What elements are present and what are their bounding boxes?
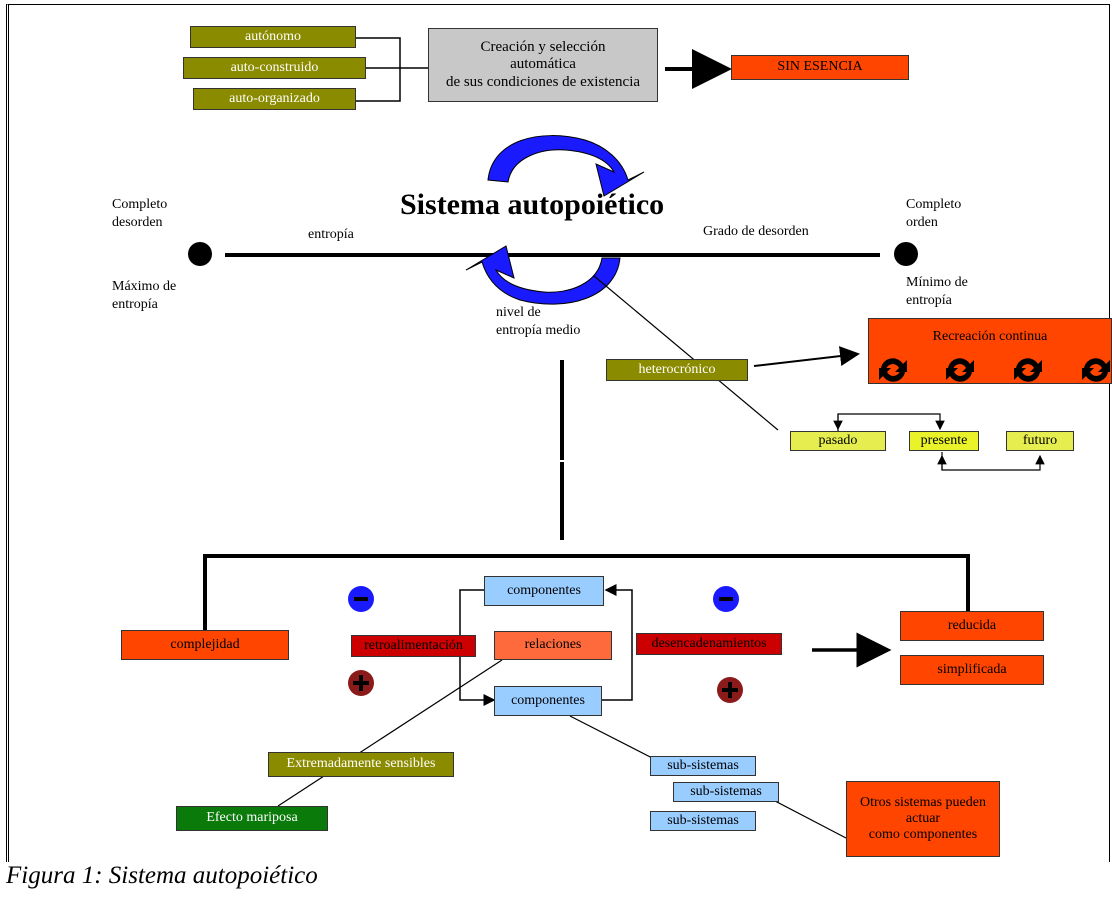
pasado-box: pasado: [790, 431, 886, 451]
max-entropy-label: Máximo de entropía: [112, 278, 176, 313]
heterocronico-box: heterocrónico: [606, 359, 748, 381]
creation-line-3: de sus condiciones de existencia: [445, 73, 641, 90]
complete-order-label: Completo orden: [906, 196, 961, 231]
property-auto-organizado: auto-organizado: [193, 88, 356, 110]
medium-entropy-line-1: nivel de: [496, 305, 541, 320]
desencadenamientos-box: desencadenamientos: [636, 633, 782, 655]
recreacion-box: Recreación continua: [868, 318, 1112, 384]
min-entropy-line-1: Mínimo de: [906, 275, 968, 290]
max-entropy-line-1: Máximo de: [112, 279, 177, 294]
figure-caption: Figura 1: Sistema autopoiético: [6, 862, 318, 889]
creation-box: Creación y selección automática de sus c…: [428, 28, 658, 102]
subsistemas-box-3: sub-sistemas: [650, 811, 756, 831]
min-entropy-dot: [894, 242, 918, 266]
min-entropy-line-2: entropía: [906, 292, 952, 308]
min-entropy-label: Mínimo de entropía: [906, 274, 968, 309]
minus-icon-right: [713, 586, 739, 612]
extremadamente-sensibles-box: Extremadamente sensibles: [268, 752, 454, 777]
circular-arrows-icon: [465, 135, 645, 305]
presente-box: presente: [909, 431, 979, 451]
figure-frame: [6, 4, 1110, 862]
creation-line-1: Creación y selección: [480, 39, 606, 56]
retroalimentacion-box: retroalimentación: [351, 635, 476, 657]
medium-entropy-line-2: entropía medio: [496, 322, 581, 338]
recreacion-label: Recreación continua: [932, 329, 1048, 344]
otros-sistemas-box: Otros sistemas pueden actuar como compon…: [846, 781, 1000, 857]
property-autonomo: autónomo: [190, 26, 356, 48]
medium-entropy-label: nivel de entropía medio: [496, 304, 580, 339]
complete-order-line-2: orden: [906, 214, 938, 230]
diagram-title: Sistema autopoiético: [400, 188, 665, 221]
complete-disorder-line-1: Completo: [112, 197, 168, 212]
simplificada-box: simplificada: [900, 655, 1044, 685]
max-entropy-line-2: entropía: [112, 296, 158, 312]
efecto-mariposa-box: Efecto mariposa: [176, 806, 328, 831]
disorder-degree-label: Grado de desorden: [703, 224, 809, 239]
plus-icon-left: [348, 670, 374, 696]
componentes-bottom-box: componentes: [494, 686, 602, 716]
otros-sistemas-line-3: como componentes: [868, 827, 978, 843]
complete-disorder-line-2: desorden: [112, 214, 163, 230]
subsistemas-box-1: sub-sistemas: [650, 756, 756, 776]
creation-line-2: automática: [510, 56, 576, 73]
otros-sistemas-line-2: actuar: [905, 810, 941, 826]
plus-icon-right: [717, 677, 743, 703]
property-auto-construido: auto-construido: [183, 57, 366, 79]
componentes-top-box: componentes: [484, 576, 604, 606]
complete-order-line-1: Completo: [906, 197, 962, 212]
subsistemas-box-2: sub-sistemas: [673, 782, 779, 802]
complete-disorder-label: Completo desorden: [112, 196, 167, 231]
reducida-box: reducida: [900, 611, 1044, 641]
relaciones-box: relaciones: [494, 631, 612, 660]
minus-icon-left: [348, 586, 374, 612]
entropy-axis-label: entropía: [308, 227, 354, 242]
complejidad-box: complejidad: [121, 630, 289, 660]
properties-bracket: [356, 37, 428, 102]
max-entropy-dot: [188, 242, 212, 266]
sin-esencia-box: SIN ESENCIA: [731, 55, 909, 80]
otros-sistemas-line-1: Otros sistemas pueden: [860, 794, 986, 810]
futuro-box: futuro: [1006, 431, 1074, 451]
